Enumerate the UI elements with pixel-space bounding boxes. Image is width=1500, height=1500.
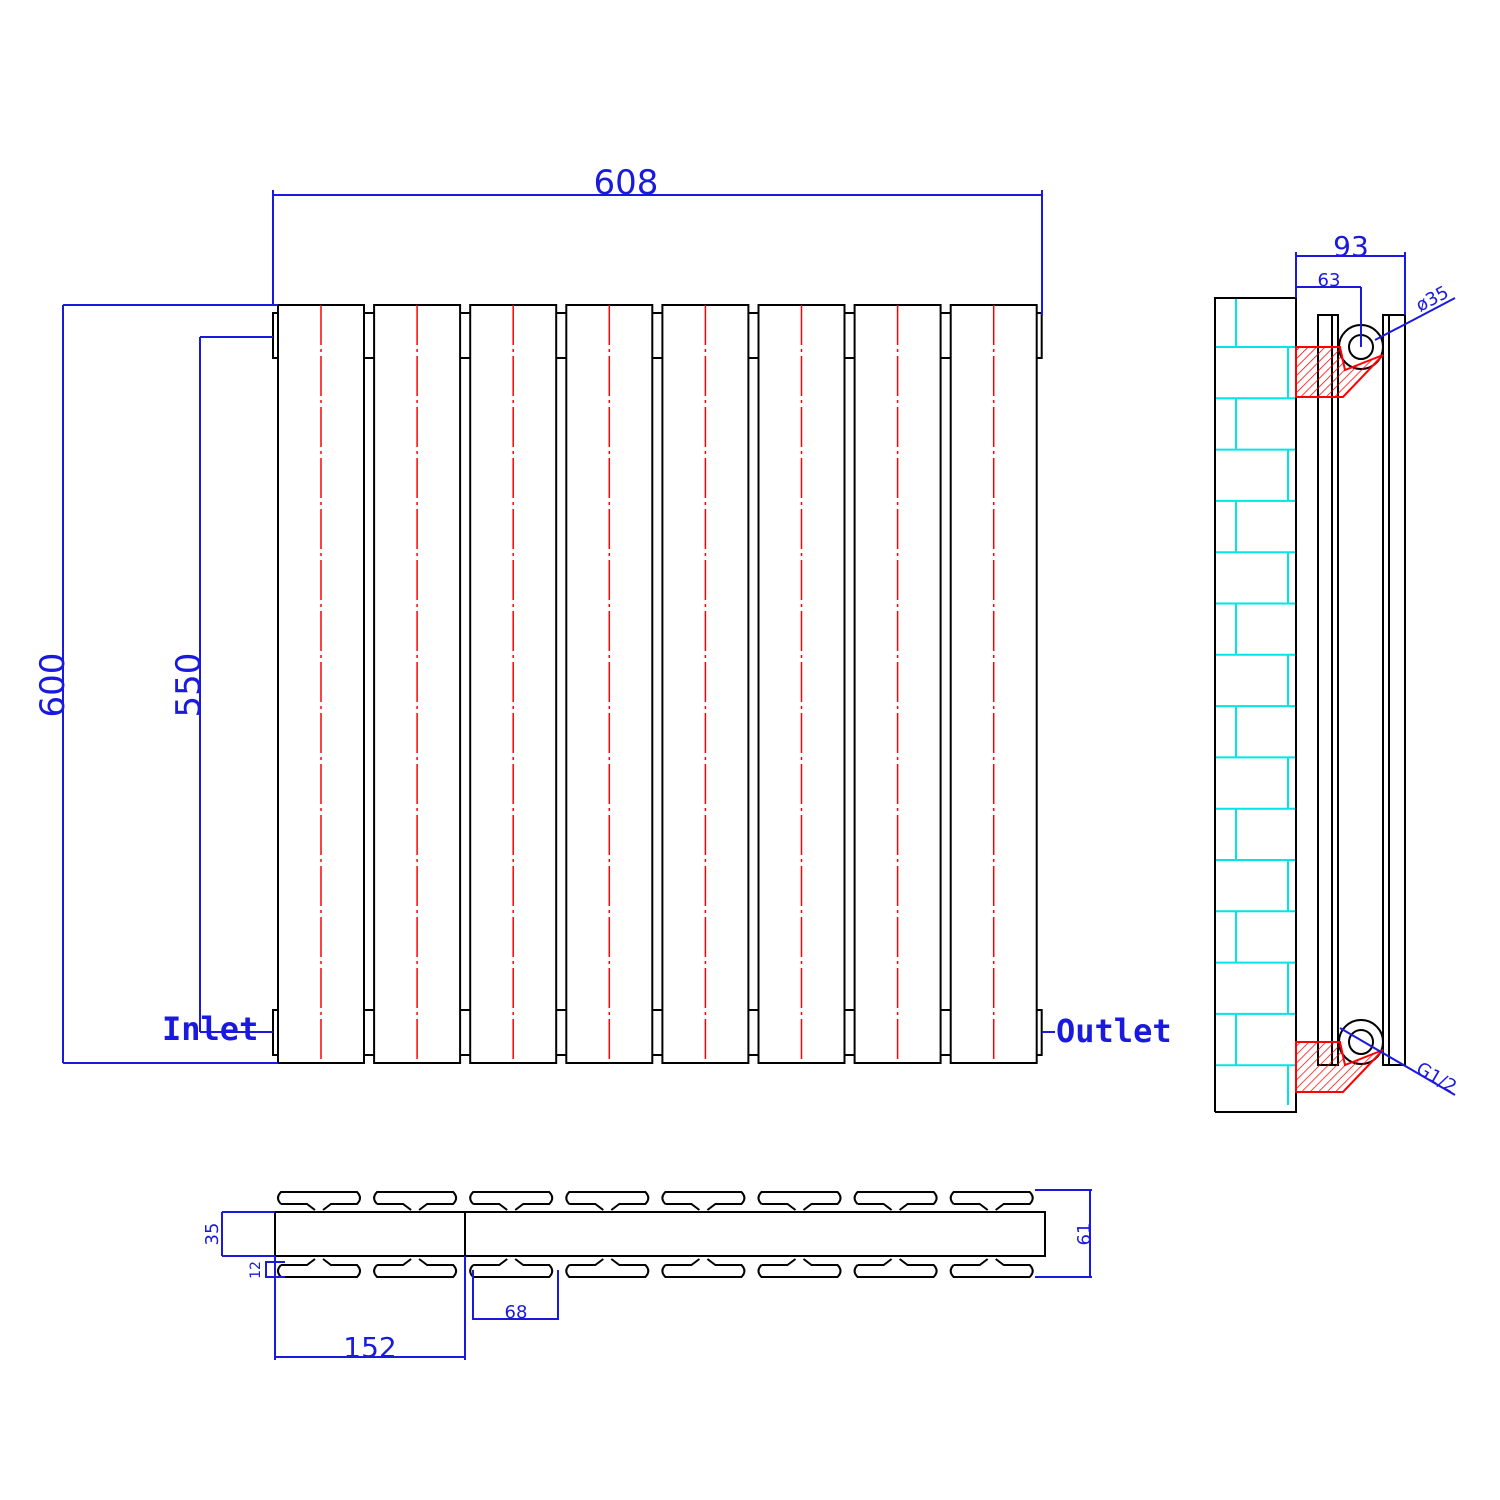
tube-profile <box>565 1191 650 1211</box>
tube-profile <box>949 1258 1034 1278</box>
tube-profile <box>757 1191 842 1211</box>
pipe-centres-dimension: 550 <box>169 653 209 718</box>
gap-dimension: 12 <box>248 1261 264 1279</box>
inlet-label: Inlet <box>162 1010 258 1048</box>
tube-profile <box>565 1258 650 1278</box>
width-dimension: 608 <box>594 163 659 203</box>
pipe-diameter-label: ø35 <box>1412 282 1452 316</box>
depth-dimension: 93 <box>1333 230 1369 263</box>
top-view <box>274 1191 1046 1278</box>
front-dimensions <box>62 190 1055 1064</box>
tube-profile <box>277 1258 361 1278</box>
tube-profile <box>853 1191 938 1211</box>
wall-to-pipe-dimension: 63 <box>1318 270 1341 291</box>
panel-width-dimension: 68 <box>505 1302 528 1323</box>
wall-bricks <box>1215 298 1296 1105</box>
total-depth-dimension: 61 <box>1074 1223 1095 1246</box>
height-dimension: 600 <box>33 653 73 718</box>
tube-profile <box>469 1191 554 1211</box>
tube-profile <box>661 1191 746 1211</box>
tube-profile <box>661 1258 746 1278</box>
tube-profile <box>949 1191 1034 1211</box>
tube-profile <box>277 1191 361 1211</box>
tube-profile <box>757 1258 842 1278</box>
tube-profile <box>373 1258 458 1278</box>
bar-height-dimension: 35 <box>202 1223 223 1246</box>
thread-size-label: G1/2 <box>1413 1058 1461 1098</box>
top-header-pipe <box>272 312 1043 359</box>
tube-profile <box>853 1258 938 1278</box>
tube-profile <box>469 1258 554 1278</box>
side-dimensions <box>1295 252 1456 1096</box>
front-view <box>272 304 1043 1064</box>
side-view <box>1214 297 1406 1113</box>
valve-brackets <box>1295 346 1384 1093</box>
panel-pitch-dimension: 152 <box>343 1331 396 1364</box>
tube-profile <box>373 1191 458 1211</box>
top-dimensions <box>221 1189 1092 1360</box>
outlet-label: Outlet <box>1056 1012 1172 1050</box>
